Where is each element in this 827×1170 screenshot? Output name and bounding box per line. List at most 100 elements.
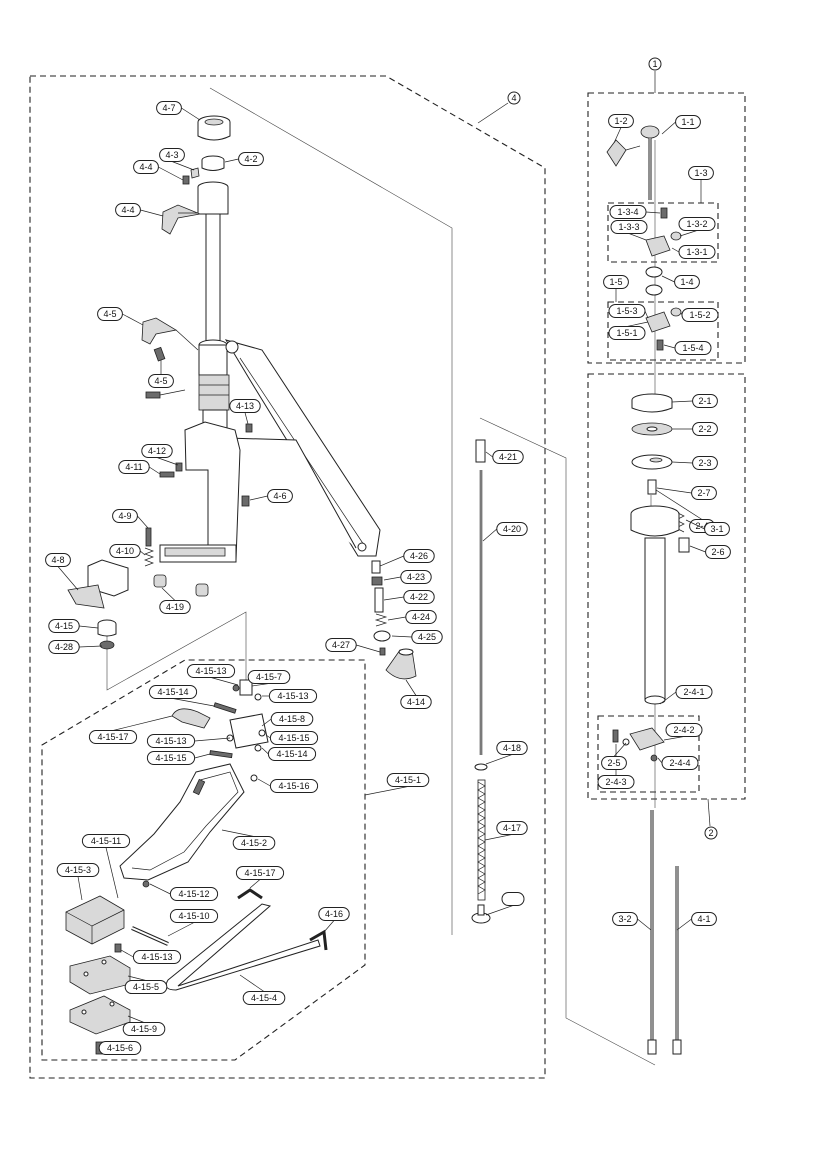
part-label-4-9: 4-9	[112, 509, 149, 529]
assembly-marker-2	[704, 826, 718, 840]
label-text: 4-21	[499, 452, 517, 462]
label-text: 1-5-2	[689, 310, 710, 320]
label-bubble	[169, 909, 219, 923]
part-4-13	[385, 648, 417, 680]
label-text: 4-15-1	[395, 775, 421, 785]
part-label-4-15-9: 4-15-9	[122, 1015, 166, 1036]
part-4-15-9	[131, 926, 169, 946]
label-text: 4-15-15	[278, 733, 309, 743]
label-text: 1-3-4	[617, 207, 638, 217]
part-4-27	[99, 640, 115, 650]
label-leader-line	[158, 166, 184, 181]
part-1-3-4	[660, 207, 668, 219]
label-bubble	[675, 115, 701, 129]
label-text: 4-15	[55, 621, 73, 631]
part-label-4-23: 4-23	[383, 570, 432, 584]
label-bubble	[411, 630, 443, 644]
label-leader-line	[137, 515, 149, 529]
part-4-2	[190, 167, 200, 179]
label-leader-line	[613, 742, 627, 757]
label-leader-line	[405, 679, 417, 696]
label-bubble	[238, 152, 264, 166]
part-4-28	[471, 904, 491, 924]
part-label-4-15-2: 4-15-2	[221, 829, 276, 850]
label-text: 4-15-14	[276, 749, 307, 759]
label-bubble	[318, 907, 350, 921]
part-4-15-11	[142, 880, 150, 888]
label-bubble	[400, 695, 432, 709]
part-label-4-22: 4-22	[383, 590, 435, 604]
label-leader-line	[387, 616, 406, 621]
label-bubble	[691, 486, 717, 500]
label-text: 4-22	[410, 592, 428, 602]
label-leader-line	[663, 736, 685, 741]
part-4-5-a	[153, 346, 166, 362]
label-leader-line	[383, 596, 404, 601]
label-bubble	[232, 836, 276, 850]
label-bubble	[608, 304, 646, 318]
part-4-15-4	[69, 955, 131, 995]
part-2-5	[678, 537, 690, 553]
label-leader-line	[689, 545, 706, 553]
group-4-15-outline	[41, 659, 366, 1061]
label-bubble	[403, 590, 435, 604]
part-label-4-20: 4-20	[482, 522, 528, 542]
label-bubble	[122, 1022, 166, 1036]
group-1-3-outline	[607, 202, 719, 263]
label-text: 1-3-1	[686, 247, 707, 257]
label-leader-line	[659, 691, 677, 705]
label-text: 4-4	[139, 162, 152, 172]
part-label-4-27: 4-27	[325, 638, 381, 653]
label-leader-line	[676, 918, 692, 931]
part-4-6	[197, 115, 231, 141]
label-leader-line	[210, 677, 239, 686]
part-label-2-3: 2-3	[671, 456, 718, 470]
part-label-1-3-3: 1-3-3	[610, 220, 648, 241]
label-leader-line	[657, 757, 663, 764]
label-bubble	[609, 205, 647, 219]
label-leader-line	[484, 834, 513, 841]
label-text: 2-7	[697, 488, 710, 498]
part-label-4-6: 4-6	[249, 489, 293, 503]
label-text: 2-4	[695, 521, 708, 531]
part-label-4-15-6: 4-15-6	[98, 1041, 142, 1055]
label-leader-line	[77, 876, 83, 901]
label-leader-line	[112, 715, 173, 731]
part-label-1-1: 1-1	[661, 115, 701, 135]
label-bubble	[48, 640, 80, 654]
part-label-1-5: 1-5	[603, 275, 629, 302]
part-label-4-15-12: 4-15-12	[149, 883, 219, 901]
part-1-5-4	[656, 339, 664, 351]
label-text: 1-5-3	[616, 306, 637, 316]
label-bubble	[403, 549, 435, 563]
label-text: 4-27	[332, 640, 350, 650]
part-4-20	[475, 439, 486, 463]
label-bubble	[88, 730, 138, 744]
part-label-4-13: 4-13	[229, 399, 261, 425]
label-text: 4-2	[244, 154, 257, 164]
label-bubble	[678, 245, 716, 259]
label-text: 2-4-2	[673, 725, 694, 735]
label-bubble	[169, 887, 219, 901]
label-text: 4-9	[118, 511, 131, 521]
label-bubble	[675, 685, 713, 699]
part-label-2-1: 2-1	[671, 394, 718, 408]
part-label-4-15-15: 4-15-15	[265, 731, 319, 745]
label-bubble	[692, 394, 718, 408]
part-4-22	[371, 576, 383, 586]
part-label-1-5-2: 1-5-2	[680, 308, 719, 322]
label-leader-line	[661, 275, 675, 283]
label-text: 2-4-4	[669, 758, 690, 768]
label-text: 4-26	[410, 551, 428, 561]
label-bubble	[681, 308, 719, 322]
part-label-1-3: 1-3	[688, 166, 714, 203]
label-bubble	[608, 114, 634, 128]
label-bubble	[81, 834, 131, 848]
label-leader-line	[127, 1015, 145, 1023]
label-bubble	[661, 756, 699, 770]
lower-frame	[159, 421, 241, 563]
part-4-7	[67, 559, 129, 609]
label-bubble	[267, 747, 317, 761]
label-leader-line	[391, 635, 412, 638]
